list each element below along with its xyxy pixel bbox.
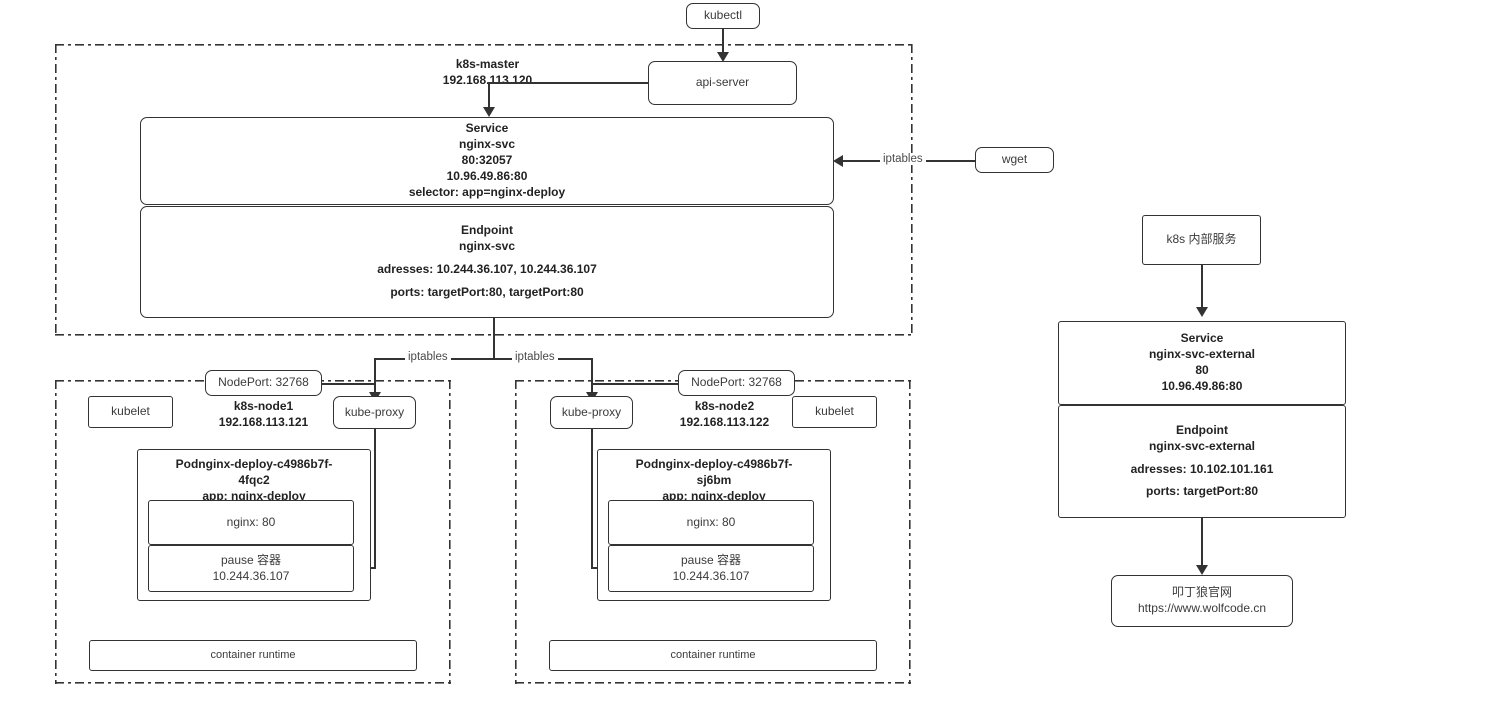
node1-nodeport-box[interactable]: NodePort: 32768 — [205, 370, 322, 396]
edge-node1-kubeproxy-down — [374, 429, 376, 568]
node1-ip: 192.168.113.121 — [218, 415, 309, 430]
node2-container-pause[interactable]: pause 容器 10.244.36.107 — [608, 545, 814, 592]
node1-container-runtime-label: container runtime — [210, 649, 296, 662]
master-endpoint-kind: Endpoint — [461, 223, 513, 238]
node1-pause-ip: 10.244.36.107 — [212, 568, 290, 583]
node-wget[interactable]: wget — [975, 147, 1054, 173]
node2-pause-ip: 10.244.36.107 — [672, 568, 750, 583]
node2-container-nginx-label: nginx: 80 — [686, 514, 736, 529]
arrowhead-external-service — [1196, 307, 1208, 317]
external-service-box[interactable]: Service nginx-svc-external 80 10.96.49.8… — [1058, 321, 1346, 405]
master-ip: 192.168.113.120 — [442, 73, 533, 88]
node2-nodeport-box[interactable]: NodePort: 32768 — [678, 370, 795, 396]
master-zone-label: k8s-master 192.168.113.120 — [375, 56, 600, 88]
edge-label-iptables-wget: iptables — [880, 153, 926, 165]
node2-pod-app: app: nginx-deploy — [662, 488, 766, 503]
node1-container-nginx-label: nginx: 80 — [226, 514, 276, 529]
node2-container-runtime-label: container runtime — [670, 649, 756, 662]
arrowhead-service — [483, 107, 495, 117]
edge-fanout-h — [374, 358, 593, 360]
edge-endpoint-trunk — [493, 318, 495, 359]
edge-apiserver-to-service-h — [488, 82, 648, 84]
external-website-url: https://www.wolfcode.cn — [1137, 601, 1267, 615]
edge-endpoint-to-website — [1201, 518, 1203, 573]
edge-node2-nodeport-to-kubeproxy — [591, 383, 679, 385]
external-endpoint-box[interactable]: Endpoint nginx-svc-external adresses: 10… — [1058, 405, 1346, 518]
node2-kube-proxy-box[interactable]: kube-proxy — [550, 396, 633, 429]
master-service-name: nginx-svc — [458, 137, 515, 152]
node1-pause-label: pause 容器 — [220, 552, 282, 567]
node1-kube-proxy-box[interactable]: kube-proxy — [333, 396, 416, 429]
external-endpoint-ports: ports: targetPort:80 — [1145, 484, 1258, 499]
master-endpoint-box[interactable]: Endpoint nginx-svc adresses: 10.244.36.1… — [140, 206, 834, 318]
node1-container-nginx[interactable]: nginx: 80 — [148, 500, 354, 545]
edge-node1-nodeport-to-kubeproxy — [322, 383, 374, 385]
node2-pod-name-1: Podnginx-deploy-c4986b7f- — [635, 457, 793, 471]
master-name: k8s-master — [455, 57, 520, 71]
master-service-selector: selector: app=nginx-deploy — [408, 184, 566, 199]
node2-kubelet-label: kubelet — [815, 404, 854, 419]
node1-pod-name-1: Podnginx-deploy-c4986b7f- — [175, 457, 333, 471]
external-endpoint-name: nginx-svc-external — [1148, 438, 1256, 453]
edge-apiserver-to-service-v — [488, 82, 490, 114]
node1-kubelet-label: kubelet — [111, 404, 150, 419]
node1-pod-app: app: nginx-deploy — [202, 488, 306, 503]
edge-node2-kubeproxy-down — [591, 429, 593, 568]
node2-ip: 192.168.113.122 — [679, 415, 770, 430]
edge-label-iptables-left: iptables — [405, 351, 451, 363]
external-endpoint-addresses: adresses: 10.102.101.161 — [1130, 461, 1274, 476]
node2-pod-name-2: sj6bm — [696, 472, 732, 487]
api-server-label: api-server — [695, 75, 750, 90]
node2-nodeport-label: NodePort: 32768 — [691, 375, 782, 390]
external-service-kind: Service — [1180, 331, 1224, 346]
arrowhead-wget-service — [833, 155, 843, 167]
node1-pod-name-2: 4fqc2 — [238, 472, 270, 487]
node-api-server[interactable]: api-server — [648, 61, 797, 105]
external-service-port: 80 — [1195, 363, 1209, 377]
edge-kubectl-to-apiserver — [722, 29, 724, 55]
external-endpoint-kind: Endpoint — [1176, 422, 1228, 437]
master-endpoint-ports: ports: targetPort:80, targetPort:80 — [390, 284, 584, 299]
internal-service-label: k8s 内部服务 — [1166, 232, 1237, 247]
external-service-name: nginx-svc-external — [1148, 347, 1256, 362]
internal-service-box[interactable]: k8s 内部服务 — [1142, 215, 1261, 265]
node1-nodeport-label: NodePort: 32768 — [218, 375, 309, 390]
external-service-clusterip: 10.96.49.86:80 — [1161, 378, 1243, 393]
node2-kube-proxy-label: kube-proxy — [561, 404, 622, 419]
node2-kubelet-box[interactable]: kubelet — [792, 396, 877, 428]
node2-container-runtime-box[interactable]: container runtime — [549, 640, 877, 671]
edge-internal-to-external-service — [1201, 265, 1203, 315]
master-service-ports: 80:32057 — [461, 153, 513, 168]
node2-container-nginx[interactable]: nginx: 80 — [608, 500, 814, 545]
node2-pause-label: pause 容器 — [680, 552, 742, 567]
node-kubectl[interactable]: kubectl — [686, 3, 760, 29]
node1-name: k8s-node1 — [233, 399, 294, 413]
master-service-box[interactable]: Service nginx-svc 80:32057 10.96.49.86:8… — [140, 117, 834, 205]
external-website-title: 叩丁狼官网 — [1171, 585, 1232, 600]
master-service-kind: Service — [465, 121, 509, 136]
node1-container-runtime-box[interactable]: container runtime — [89, 640, 417, 671]
wget-label: wget — [1001, 152, 1028, 167]
master-endpoint-name: nginx-svc — [458, 239, 515, 254]
master-endpoint-addresses: adresses: 10.244.36.107, 10.244.36.107 — [377, 262, 597, 276]
arrowhead-website — [1196, 565, 1208, 575]
external-website-box[interactable]: 叩丁狼官网 https://www.wolfcode.cn — [1111, 575, 1293, 627]
node1-kubelet-box[interactable]: kubelet — [88, 396, 173, 428]
node1-kube-proxy-label: kube-proxy — [344, 404, 405, 419]
node2-name: k8s-node2 — [694, 399, 755, 413]
master-service-clusterip: 10.96.49.86:80 — [446, 168, 528, 183]
kubectl-label: kubectl — [703, 8, 743, 23]
edge-label-iptables-right: iptables — [512, 351, 558, 363]
node2-zone-label: k8s-node2 192.168.113.122 — [612, 398, 837, 430]
node1-zone-label: k8s-node1 192.168.113.121 — [151, 398, 376, 430]
node1-container-pause[interactable]: pause 容器 10.244.36.107 — [148, 545, 354, 592]
